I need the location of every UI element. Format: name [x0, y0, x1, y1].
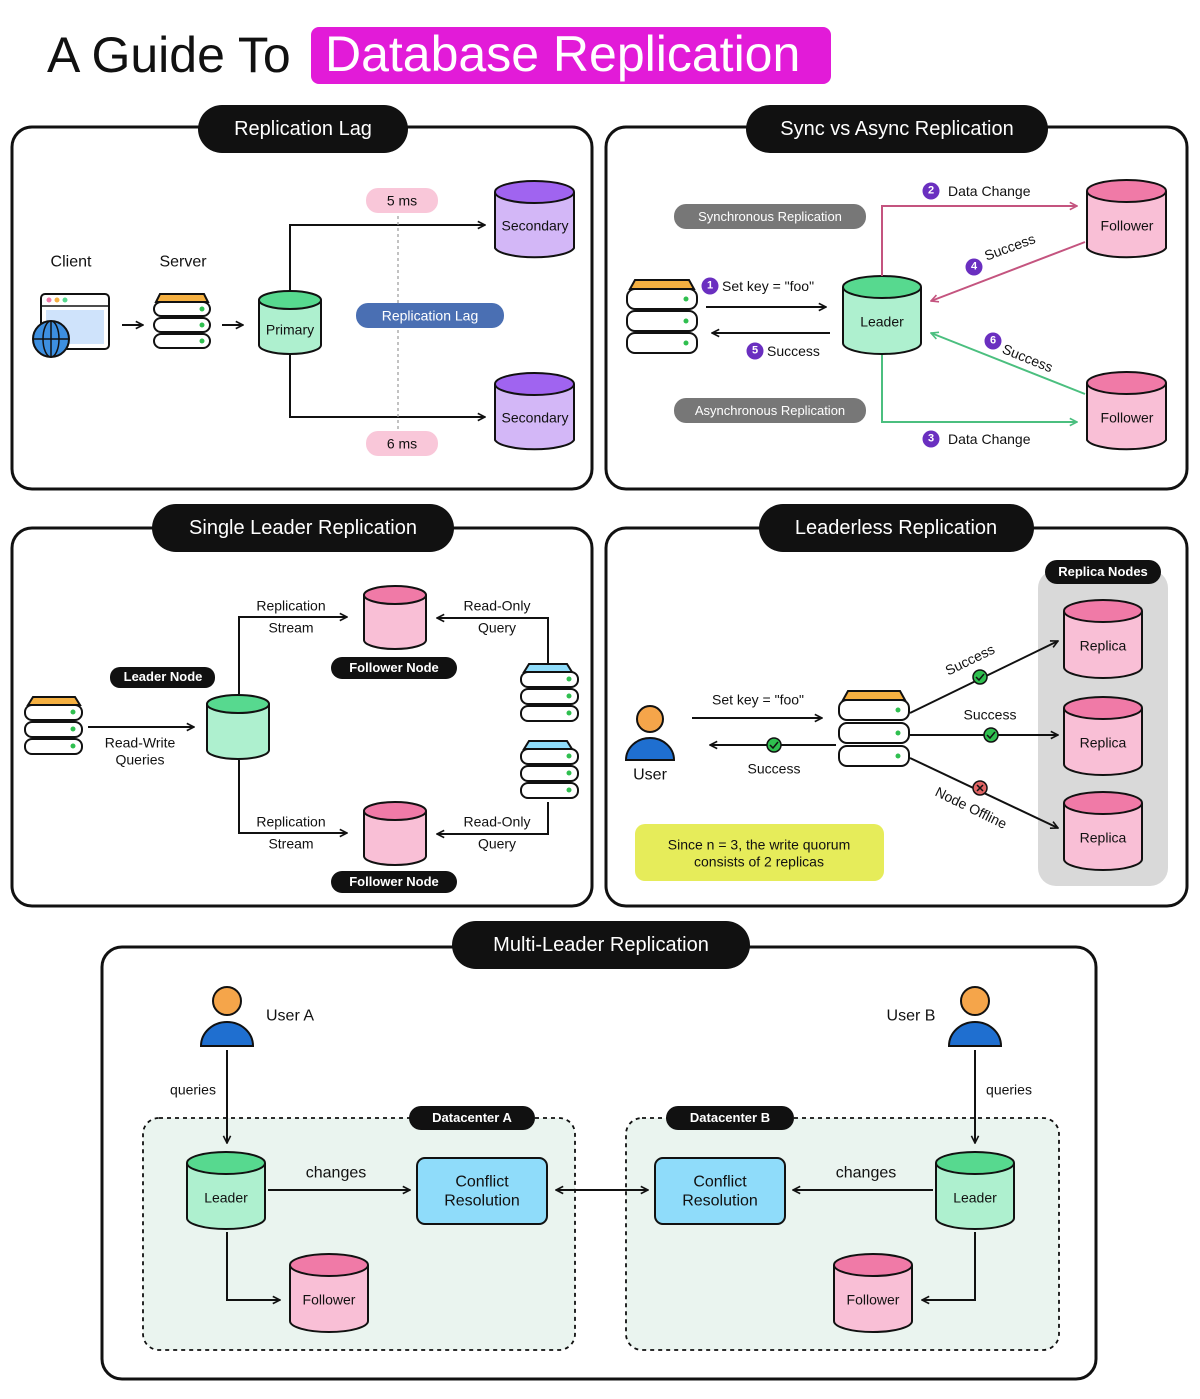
replica-db-3: [1063, 791, 1143, 871]
secondary-db-bottom: [494, 372, 575, 451]
page-title-prefix: A Guide To: [47, 27, 291, 83]
replica-db-2: [1063, 696, 1143, 776]
client-server-stack-icon: [626, 279, 698, 354]
server-stack-icon: [153, 293, 211, 349]
user-a-icon: [199, 986, 255, 1047]
browser-globe-icon: [32, 293, 110, 358]
follower-db-bottom: [1086, 371, 1167, 451]
follower-db-top: [363, 585, 427, 650]
replica-db-1: [1063, 599, 1143, 679]
leader-db-cylinder: [842, 275, 922, 355]
coordinator-server-stack: [838, 690, 910, 767]
follower-db-bottom: [363, 801, 427, 866]
leader-a-db: [186, 1151, 266, 1230]
client-server-stack-icon: [24, 696, 83, 755]
page-title-highlight-text: Database Replication: [325, 26, 801, 82]
multi-leader-diagram: [142, 986, 1060, 1351]
leaderless-diagram: [624, 560, 1168, 886]
page-title-highlight: Database Replication: [311, 27, 831, 84]
leader-db-cylinder: [206, 694, 270, 760]
follower-b-db: [833, 1253, 913, 1333]
sync-async-diagram: [626, 179, 1167, 451]
leader-b-db: [935, 1151, 1015, 1230]
primary-db-cylinder: [258, 290, 322, 355]
query-server-stack-bottom: [520, 740, 579, 799]
single-leader-diagram: [24, 585, 579, 893]
query-server-stack-top: [520, 663, 579, 722]
user-icon: [624, 705, 676, 761]
user-b-icon: [947, 986, 1003, 1047]
secondary-db-top: [494, 180, 575, 259]
follower-db-top: [1086, 179, 1167, 259]
section-title-pills: [152, 105, 1048, 969]
replication-lag-diagram: [32, 180, 575, 456]
follower-a-db: [289, 1253, 369, 1333]
